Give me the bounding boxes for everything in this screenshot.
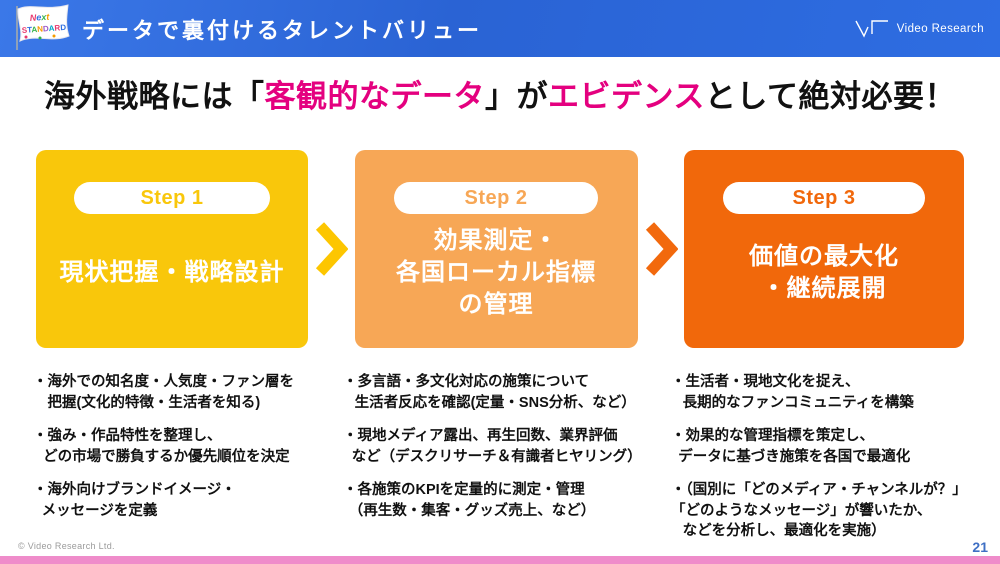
step-title-2: 効果測定・各国ローカル指標の管理	[396, 214, 596, 348]
step-title-line: の管理	[458, 290, 534, 318]
step-title-line: 各国ローカル指標	[396, 259, 596, 287]
step-title-line: 価値の最大化	[749, 243, 899, 271]
arrow-cell	[308, 150, 355, 348]
bullet-line: ・生活者・現地文化を捉え、	[671, 374, 860, 390]
bullet-line: ・多言語・多文化対応の施策について	[343, 374, 590, 390]
video-research-logo: Video Research	[854, 18, 984, 40]
headline-segment: として絶対必要！	[704, 79, 956, 114]
bullet-item: ・各施策のKPIを定量的に測定・管理 （再生数・集客・グッズ売上、など）	[343, 480, 671, 521]
bullet-item: ・強み・作品特性を整理し、どの市場で勝負するか優先順位を決定	[33, 426, 343, 467]
bullet-line: （再生数・集客・グッズ売上、など）	[348, 502, 596, 519]
bullet-line: など（デスクリサーチ＆有識者ヒヤリング）	[351, 448, 642, 465]
slide-header-title: データで裏付けるタレントバリュー	[82, 17, 483, 43]
logo-text: Video Research	[896, 22, 984, 35]
vr-logo-icon	[855, 19, 888, 38]
bullet-line: ・現地メディア露出、再生回数、業界評価	[343, 428, 618, 445]
chevron-right-icon	[316, 222, 349, 276]
bullet-item: ・（国別に「どのメディア・チャンネルが？」「どのようなメッセージ」が響いたか、な…	[671, 480, 971, 542]
bullet-line: などを分析し、最適化を実施）	[682, 523, 886, 540]
bullet-line: 生活者反応を確認(定量・SNS分析、など）	[354, 394, 636, 411]
bullet-line: 長期的なファンコミュニティを構築	[682, 394, 914, 411]
next-standard-flag-icon: Next STANDARD	[10, 2, 74, 57]
bullet-line: ・海外での知名度・人気度・ファン層を	[33, 374, 294, 390]
bullet-column-3: ・生活者・現地文化を捉え、長期的なファンコミュニティを構築・効果的な管理指標を策…	[671, 372, 971, 555]
bullet-line: ・（国別に「どのメディア・チャンネルが？」	[671, 482, 967, 499]
step-label-1: Step 1	[74, 182, 270, 214]
bullet-column-2: ・多言語・多文化対応の施策について生活者反応を確認(定量・SNS分析、など） ・現…	[343, 372, 671, 555]
step-title-line: 効果測定・	[433, 227, 559, 255]
step-title-1: 現状把握・戦略設計	[60, 214, 285, 348]
headline-segment: 客観的なデータ	[264, 79, 486, 114]
bullet-item: ・海外での知名度・人気度・ファン層を把握(文化的特徴・生活者を知る)	[33, 372, 343, 413]
step-title-3: 価値の最大化・継続展開	[749, 214, 899, 348]
copyright-text: © Video Research Ltd.	[18, 541, 115, 551]
bullet-item: ・効果的な管理指標を策定し、データに基づき施策を各国で最適化	[671, 426, 971, 467]
bullet-item: ・多言語・多文化対応の施策について生活者反応を確認(定量・SNS分析、など）	[343, 372, 671, 413]
header-bar: Next STANDARD データで裏付けるタレントバリュー Video Res…	[0, 0, 1000, 57]
headline: 海外戦略には「客観的なデータ」がエビデンスとして絶対必要！	[0, 71, 1000, 116]
page-number: 21	[972, 539, 988, 555]
bullet-line: ・強み・作品特性を整理し、	[33, 428, 222, 445]
headline-segment: 海外戦略には「	[44, 79, 265, 114]
bullet-line: ・効果的な管理指標を策定し、	[671, 428, 874, 445]
headline-segment: エビデンス	[548, 79, 705, 114]
bullet-line: ・海外向けブランドイメージ・	[33, 482, 236, 499]
bullet-item: ・生活者・現地文化を捉え、長期的なファンコミュニティを構築	[671, 372, 971, 413]
bullet-line: 「どのようなメッセージ」が響いたか、	[671, 502, 932, 519]
step-label-2: Step 2	[394, 182, 598, 214]
svg-text:STANDARD: STANDARD	[22, 23, 67, 35]
bullet-line: データに基づき施策を各国で最適化	[678, 448, 911, 465]
bullet-line: どの市場で勝負するか優先順位を決定	[43, 448, 290, 465]
arrow-cell	[638, 150, 685, 348]
step-label-3: Step 3	[723, 182, 925, 214]
bullet-column-1: ・海外での知名度・人気度・ファン層を把握(文化的特徴・生活者を知る) ・強み・作品…	[33, 372, 343, 555]
bullet-line: ・各施策のKPIを定量的に測定・管理	[343, 482, 585, 499]
bottom-accent-bar	[0, 556, 1000, 564]
chevron-right-icon	[645, 222, 678, 276]
step-box-1: Step 1 現状把握・戦略設計	[36, 150, 308, 348]
svg-text:Next: Next	[29, 12, 50, 23]
step-title-line: 現状把握・戦略設計	[59, 259, 285, 287]
bullet-line: メッセージを定義	[41, 502, 158, 519]
bullet-line: 把握(文化的特徴・生活者を知る)	[47, 394, 261, 411]
bullet-item: ・海外向けブランドイメージ・メッセージを定義	[33, 480, 343, 521]
bullet-columns: ・海外での知名度・人気度・ファン層を把握(文化的特徴・生活者を知る) ・強み・作品…	[33, 372, 971, 555]
step-title-line: ・継続展開	[761, 275, 887, 302]
bullet-item: ・現地メディア露出、再生回数、業界評価など（デスクリサーチ＆有識者ヒヤリング）	[343, 426, 671, 467]
headline-segment: 」が	[485, 79, 549, 114]
